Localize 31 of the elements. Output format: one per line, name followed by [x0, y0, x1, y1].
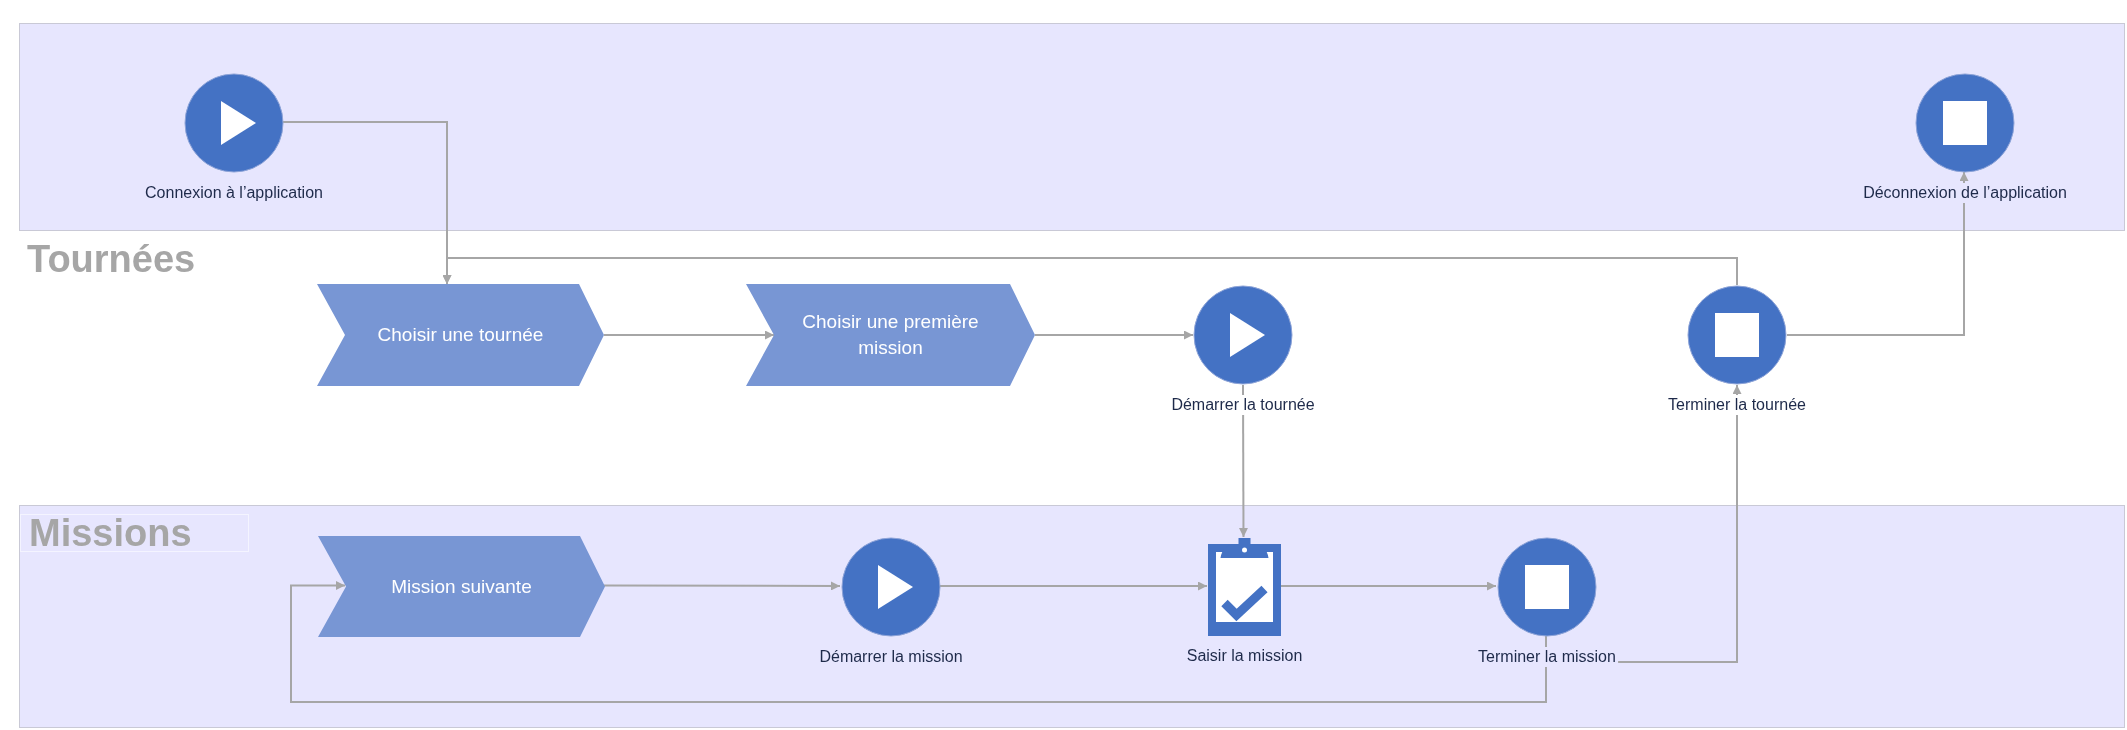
play-circle	[184, 73, 284, 173]
play-circle	[841, 537, 941, 637]
step-caption: Terminer la tournée	[1666, 395, 1808, 415]
stop-circle	[1915, 73, 2015, 173]
step-caption: Terminer la mission	[1476, 647, 1618, 667]
stop-circle	[1687, 285, 1787, 385]
lane-title: Missions	[20, 514, 249, 552]
arrow	[1786, 171, 1969, 336]
step-caption: Démarrer la tournée	[1169, 395, 1317, 415]
clipboard-icon	[1208, 538, 1281, 636]
chevron-step	[318, 536, 605, 637]
play-circle	[1193, 285, 1293, 385]
stop-circle	[1497, 537, 1597, 637]
swimlane	[19, 23, 2125, 231]
arrow	[442, 257, 1738, 286]
arrow	[603, 581, 841, 591]
swimlane	[19, 505, 2125, 728]
arrow	[603, 330, 775, 340]
step-caption: Connexion à l’application	[143, 183, 325, 203]
step-label: Mission suivante	[390, 574, 533, 599]
arrow	[1238, 384, 1248, 538]
chevron-step	[746, 284, 1035, 386]
arrow	[290, 581, 1547, 703]
arrow	[939, 581, 1208, 591]
arrow	[1034, 330, 1194, 340]
step-label: Choisir une première mission	[801, 310, 980, 360]
step-label: Choisir une tournée	[376, 323, 545, 347]
step-caption: Déconnexion de l’application	[1861, 183, 2069, 203]
arrow	[1279, 581, 1497, 591]
chevron-step	[317, 284, 604, 386]
lane-title: Tournées	[27, 239, 196, 279]
